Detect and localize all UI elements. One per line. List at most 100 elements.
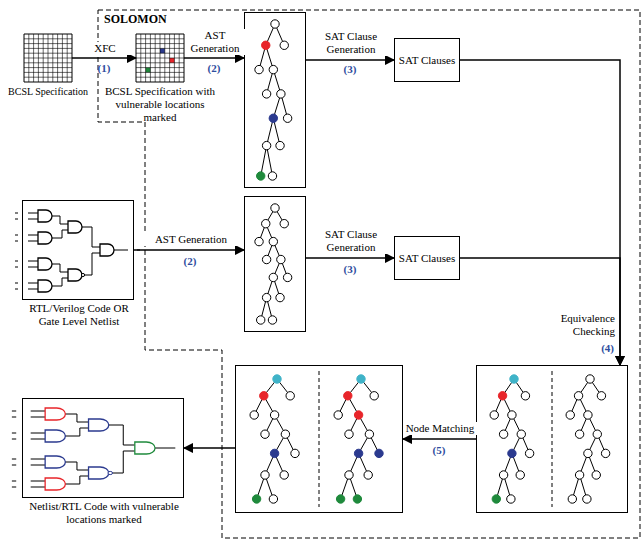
circuit — [12, 408, 193, 490]
wire — [31, 433, 45, 434]
solomon-boundary — [98, 10, 640, 538]
tree-node — [283, 114, 291, 122]
edge-label: AST Generation — [140, 233, 242, 246]
tree-node — [262, 41, 270, 49]
sat-box: SAT Clauses — [394, 236, 460, 280]
tree-node — [592, 471, 600, 479]
logic-gate — [45, 430, 65, 442]
tree-node — [250, 411, 258, 419]
node-caption: Netlist/RTL Code with vulnerable locatio… — [19, 500, 189, 526]
wire — [155, 448, 175, 449]
wire — [28, 267, 38, 268]
matched-box — [235, 365, 403, 513]
logic-gate — [45, 478, 65, 490]
tree-node — [353, 495, 361, 503]
tree-node — [269, 273, 277, 281]
grid-line — [24, 72, 72, 73]
grid-line — [136, 58, 184, 59]
system-name: SOLOMON — [104, 13, 167, 26]
divider — [552, 371, 553, 507]
tree-node — [261, 471, 269, 479]
tree-node — [252, 495, 260, 503]
inverter-bubble — [108, 471, 113, 474]
tree-node — [499, 471, 507, 479]
tree-node — [270, 449, 278, 457]
tree-node — [277, 90, 285, 98]
grid-line — [136, 62, 184, 63]
inverter-bubble — [81, 273, 84, 276]
tree-node — [510, 375, 518, 383]
logic-gate — [89, 419, 109, 431]
tree-node — [269, 65, 277, 73]
wire — [114, 250, 128, 251]
wire — [52, 264, 68, 272]
tree-node — [521, 392, 529, 400]
tree-node — [257, 172, 265, 180]
tree-node — [255, 237, 263, 245]
tree-node — [283, 273, 291, 281]
grid-line — [24, 62, 72, 63]
wire — [109, 451, 135, 473]
wire — [82, 253, 100, 275]
tree-node — [586, 375, 594, 383]
grid-line — [169, 34, 170, 82]
tree-node — [271, 20, 279, 28]
tree-node — [334, 411, 342, 419]
wire — [31, 459, 45, 460]
connector-arrow — [72, 57, 136, 59]
tree-node — [499, 430, 507, 438]
tree-node — [375, 449, 383, 457]
tree-node — [291, 449, 299, 457]
wire — [31, 439, 45, 440]
connector-arrow — [184, 57, 244, 59]
edge-label: SAT Clause Generation — [308, 30, 394, 56]
tree-node — [516, 471, 524, 479]
tree-node — [344, 392, 352, 400]
node-caption: BCSL Specification with vulnerable locat… — [104, 85, 216, 124]
tree-node — [269, 114, 277, 122]
wire — [28, 241, 38, 242]
compare-box — [476, 365, 628, 513]
grid-line — [62, 34, 63, 82]
wire — [65, 462, 88, 470]
logic-gate — [45, 456, 65, 468]
wire — [65, 476, 88, 484]
tree-node — [280, 41, 288, 49]
connector-arrow — [306, 257, 394, 259]
connector-arrow — [134, 249, 244, 251]
grid-line — [136, 77, 184, 78]
tree-node — [568, 495, 576, 503]
tree-node — [601, 449, 609, 457]
wire — [12, 433, 16, 439]
wire — [65, 428, 88, 436]
wire — [28, 261, 38, 262]
wire — [52, 230, 68, 238]
wire — [82, 227, 100, 247]
tree-node — [566, 411, 574, 419]
wire — [15, 283, 18, 289]
tree-node — [280, 219, 288, 227]
tree-node — [507, 495, 515, 503]
tree-node — [365, 430, 373, 438]
node-label: SAT Clauses — [399, 252, 455, 265]
logic-gate — [68, 221, 82, 233]
tree-node — [345, 471, 353, 479]
tree-node — [276, 293, 284, 301]
tree-node — [357, 375, 365, 383]
tree-node — [276, 141, 284, 149]
tree-node — [490, 411, 498, 419]
tree-node — [257, 316, 265, 324]
tree-node — [262, 90, 270, 98]
output-circuit-box: Netlist/RTL Code with vulnerable locatio… — [22, 398, 184, 498]
logic-gate — [135, 442, 155, 454]
grid-line — [24, 67, 72, 68]
wire — [12, 459, 16, 465]
tree-node — [597, 392, 605, 400]
tree-node — [262, 255, 270, 263]
connector-arrow — [184, 447, 235, 449]
tree-node — [336, 495, 344, 503]
grid-line — [136, 82, 184, 83]
wire — [15, 213, 18, 219]
grid-line — [24, 58, 72, 59]
